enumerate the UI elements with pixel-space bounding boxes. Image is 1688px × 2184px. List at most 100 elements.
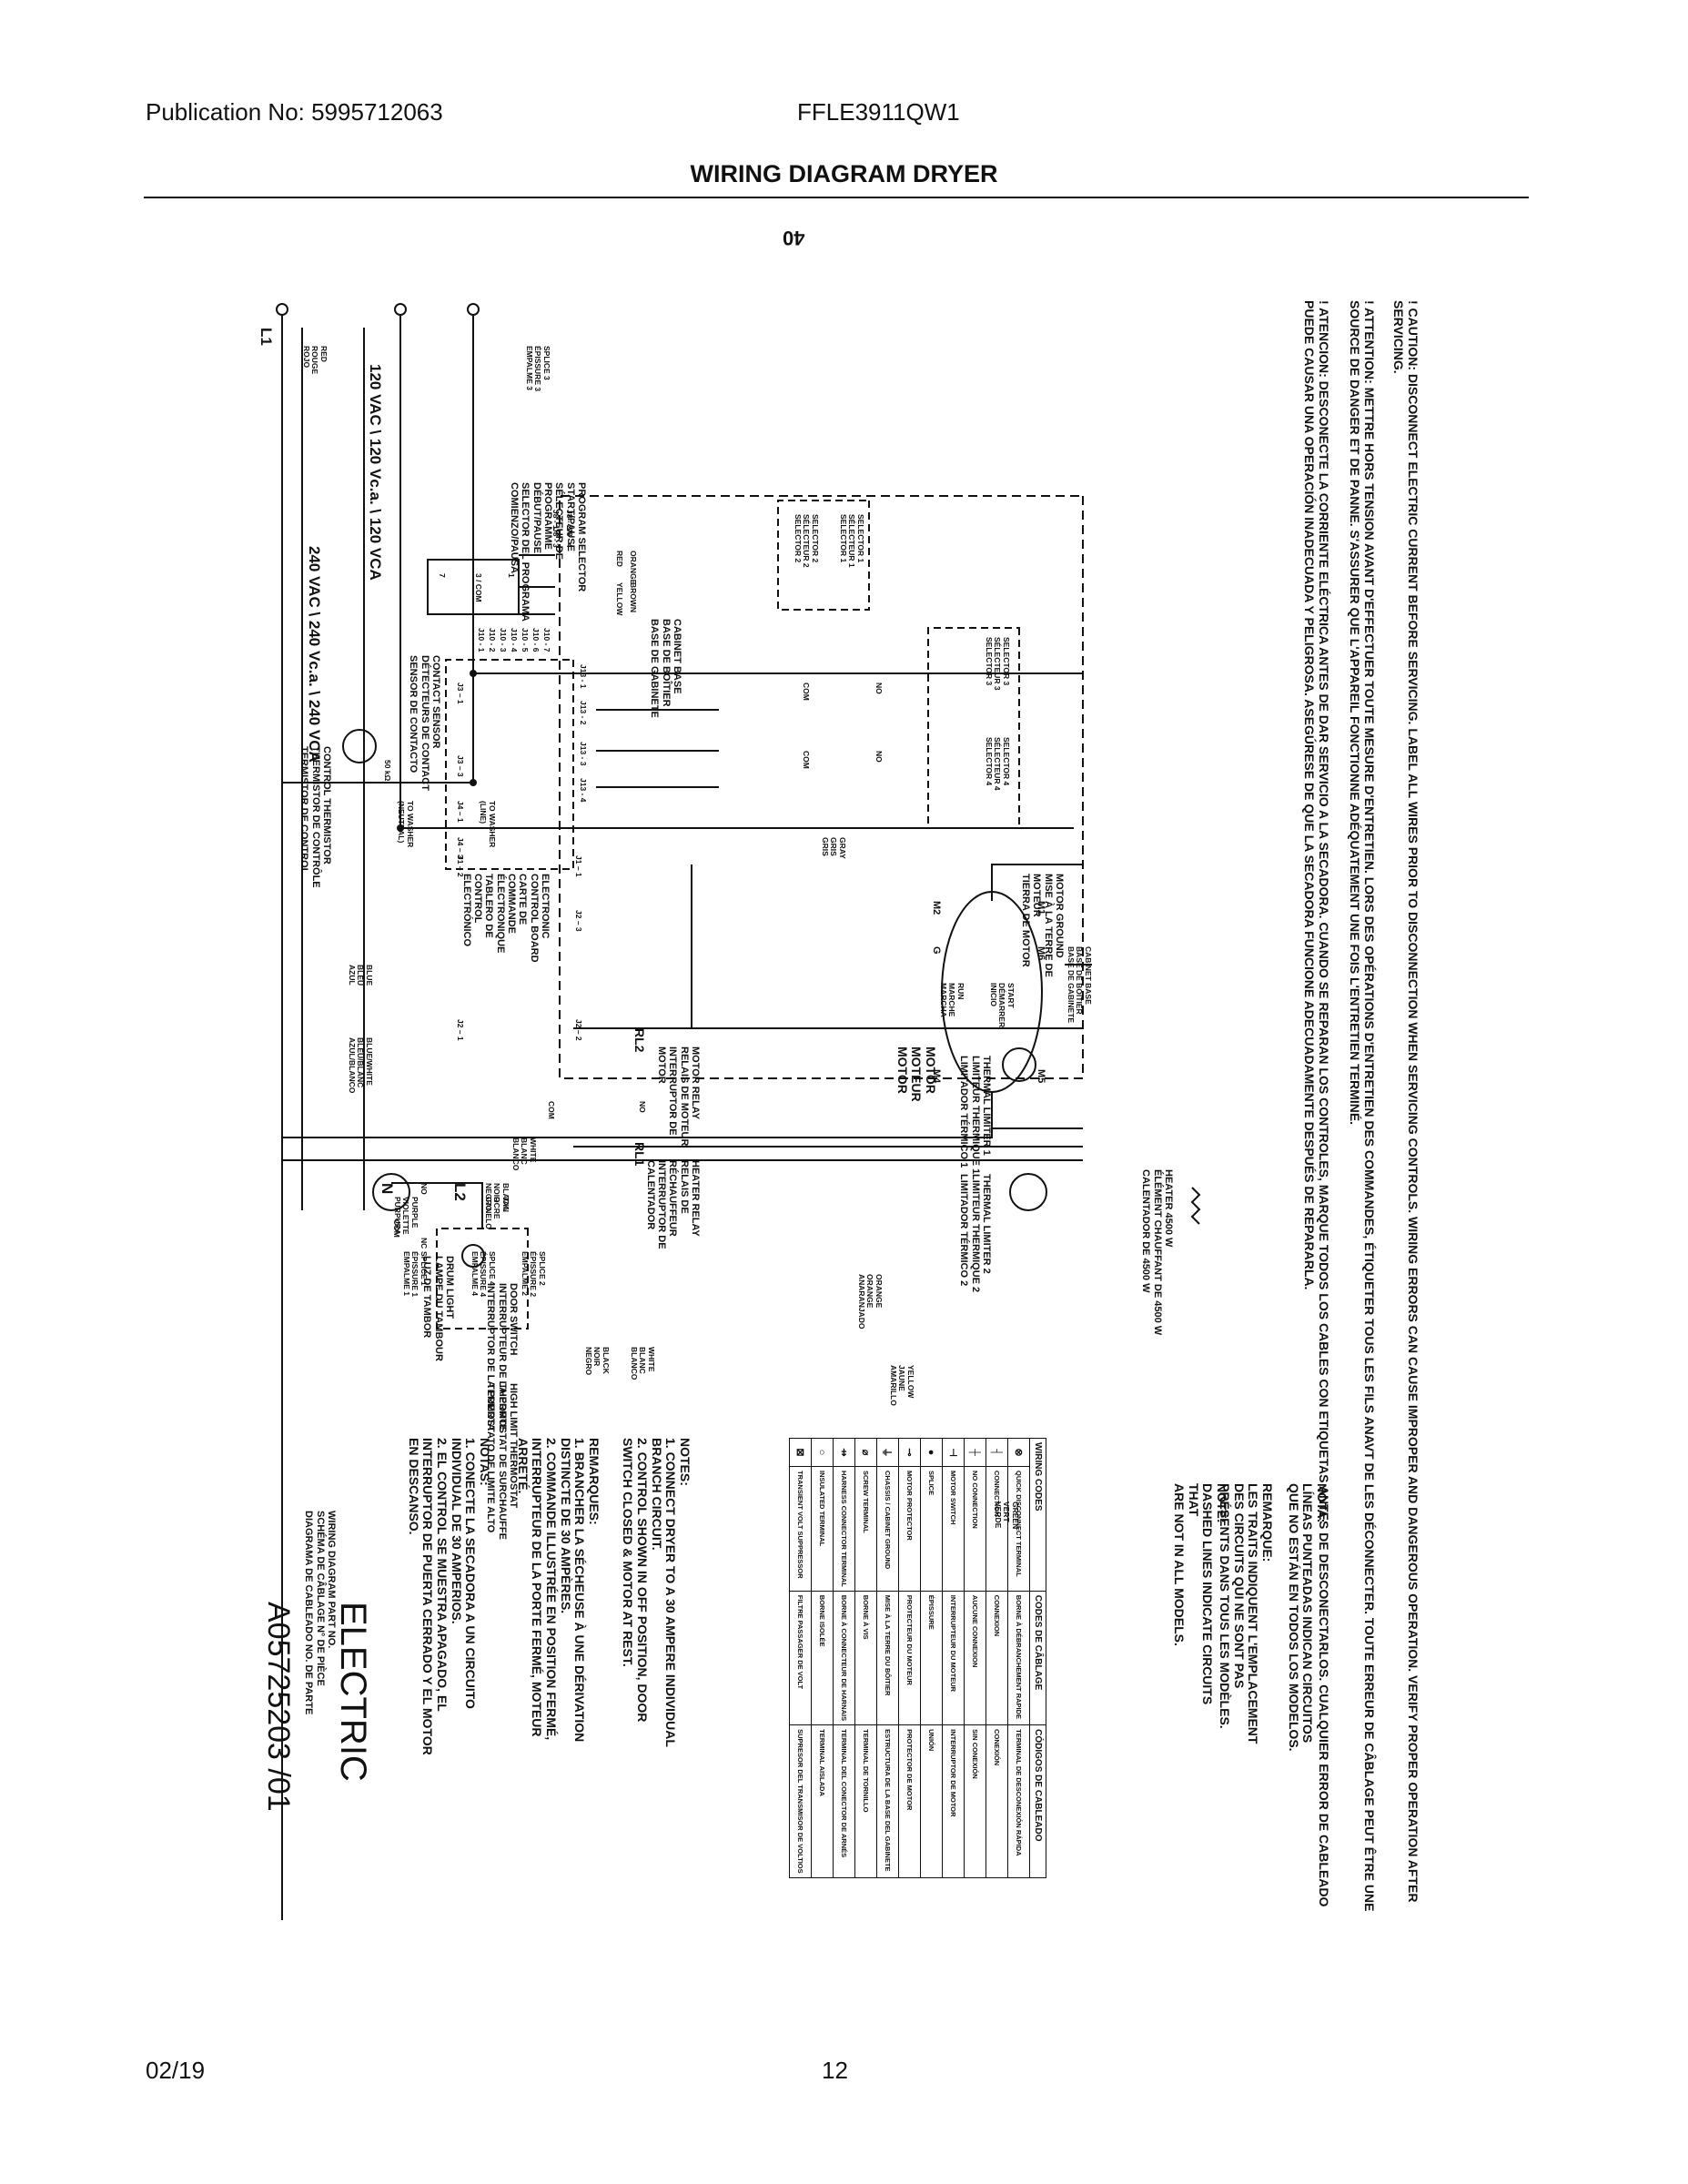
selector-1-label: SELECTOR 1 SÉLECTEUR 1 SELECTOR 1	[838, 514, 865, 568]
program-pin-7: 7	[438, 573, 447, 578]
wiring-code-fr: BORNE À VIS	[854, 1591, 877, 1725]
wiring-code-es: TERMINAL AISLADA	[811, 1724, 834, 1878]
header-model: FFLE3911QW1	[797, 98, 960, 126]
wiring-code-fr: BORNE À CONNECTEUR DE HARNAIS	[833, 1591, 855, 1725]
to-washer-line: TO WASHER (LINE)	[479, 801, 497, 848]
drum-light-symbol	[461, 1244, 485, 1268]
wiring-code-symbol-icon: ⇸	[833, 1438, 855, 1467]
j8-yellow: YELLOW	[615, 582, 624, 616]
j10-6: J10 - 6	[531, 628, 541, 652]
wiring-codes-header-es: CÓDIGOS DE CABLEADO	[1029, 1724, 1046, 1878]
wiring-code-fr: PROTECTEUR DU MOTEUR	[898, 1591, 921, 1725]
wiring-code-fr: INTERRUPTEUR DU MOTEUR	[942, 1591, 965, 1725]
wiring-code-symbol-icon: ┼	[964, 1438, 986, 1467]
motor-cabinet-base-label: CABINET BASE BASE DE BOÎTIER BASE DE GAB…	[1066, 946, 1093, 1024]
voltage-240: 240 VAC \ 240 Vc.a. \ 240 VCA	[306, 546, 323, 763]
j8-red: RED	[615, 551, 624, 567]
terminal-n: N	[379, 1183, 396, 1195]
wiring-code-es: TERMINAL DE TORNILLO	[854, 1724, 877, 1878]
note-dashed-fr: REMARQUE: LES TRAITS INDIQUENT L'EMPLACE…	[1217, 1483, 1275, 1744]
motor-relay-label: MOTOR RELAY RELAIS DE MOTEUR INTERRUPTOR…	[656, 1046, 701, 1147]
motor-m4: M4	[931, 1069, 942, 1084]
connector-j2-2: J2 – 2	[574, 1019, 583, 1041]
attention-text: ! ATTENTION: METTRE HORS TENSION AVANT D…	[1348, 300, 1377, 1912]
footer-date: 02/19	[146, 2057, 206, 2084]
wiring-code-symbol-icon: ⊣	[942, 1438, 965, 1467]
relay-no: NO	[638, 1101, 647, 1113]
wiring-code-fr: FILTRE PASSAGER DE VOLT	[789, 1591, 812, 1725]
motor-g: G	[931, 946, 942, 955]
wiring-code-es: ESTRUCTURA DE LA BASE DEL GABINETE	[876, 1724, 899, 1878]
selector-3-label: SELECTOR 3 SÉLECTEUR 3 SELECTOR 3	[984, 637, 1011, 691]
wiring-code-fr: CONNEXION	[986, 1591, 1008, 1725]
selector-2-label: SELECTOR 2 SÉLECTEUR 2 SELECTOR 2	[793, 514, 820, 568]
j13-4: J13 - 4	[579, 778, 588, 803]
door-switch-com: COM	[392, 1219, 401, 1238]
j13-1: J13 - 1	[579, 664, 588, 689]
wiring-code-en: HARNESS CONNECTOR TERMINAL	[833, 1466, 855, 1592]
wiring-code-fr: ÉPISSURE	[920, 1591, 943, 1725]
wiring-code-en: SPLICE	[920, 1466, 943, 1592]
door-switch-nc: NC	[419, 1238, 429, 1249]
note-dashed-es: NOTA: LÍNEAS PUNTEADAS INDICAN CIRCUITOS…	[1286, 1483, 1329, 1752]
program-pin-1: 1	[507, 573, 516, 578]
wiring-code-symbol-icon: ⊗	[1007, 1438, 1030, 1467]
terminal-l2: L2	[451, 1183, 469, 1201]
title-rule	[144, 197, 1529, 198]
wiring-code-en: MOTOR SWITCH	[942, 1466, 965, 1592]
wire-red-l1: RED ROUGE ROJO	[301, 346, 329, 375]
install-notes-es: NOTAS: 1. CONECTE LA SECADORA A UN CIRCU…	[406, 1438, 492, 1755]
install-notes-fr: REMARQUES: 1. BRANCHER LA SÉCHEUSE À UNE…	[515, 1438, 601, 1743]
control-thermistor-label: CONTROL THERMISTOR THERMISTOR DE CONTRÔL…	[298, 746, 332, 888]
install-notes-en: NOTES: 1. CONNECT DRYER TO A 30 AMPERE I…	[621, 1438, 692, 1747]
motor-label: MOTOR MOTEUR MOTOR	[895, 1046, 938, 1102]
j10-4: J10 - 4	[510, 628, 519, 652]
program-selector-label: PROGRAM SELECTOR START/PAUSE SÉLECTEUR D…	[509, 482, 587, 622]
control-board-label: ELECTRONIC CONTROL BOARD CARTE DE COMMAN…	[460, 874, 551, 963]
heater-relay-label: HEATER RELAY RELAIS DE RÉCHAUFFEUR INTER…	[644, 1160, 701, 1249]
motor-m5: M5	[1036, 1069, 1046, 1084]
j8-4: J8 - 4	[565, 528, 574, 548]
wire-tan: TAN OCRE CANELO	[483, 1197, 510, 1229]
part-number: A05725203 /01	[261, 1602, 296, 1812]
page-code: 40	[783, 227, 805, 249]
wiring-code-es: UNIÓN	[920, 1724, 943, 1878]
terminal-l1: L1	[258, 328, 275, 346]
motor-m2: M2	[931, 901, 942, 915]
wire-black-splice: BLACK NOIR NEGRO	[583, 1347, 611, 1376]
switch-no-2: NO	[874, 751, 884, 763]
j10-1: J10 - 1	[477, 628, 486, 652]
j10-3: J10 - 3	[499, 628, 508, 652]
wiring-code-symbol-icon: ┤	[986, 1438, 1008, 1467]
cabinet-base-label: CABINET BASE BASE DE BOÎTIER BASE DE GAB…	[649, 619, 682, 718]
motor-ground-label: MOTOR GROUND MISE À LA TERRE DE MOTEUR T…	[1020, 874, 1065, 977]
j8-brown: BROWN	[629, 582, 638, 613]
wiring-codes-header-en: WIRING CODES	[1029, 1438, 1046, 1592]
wiring-code-fr: BORNE ISOLÉE	[811, 1591, 834, 1725]
contact-sensor-label: CONTACT SENSOR DÉTECTEURS DE CONTACT SEN…	[408, 655, 441, 791]
thermal-limiter-1-symbol	[1002, 1047, 1036, 1082]
thermistor-value: 50 kΩ	[383, 760, 392, 782]
j8-3: J8 - 3	[551, 528, 561, 548]
selector-3-4-box	[927, 627, 1020, 829]
wiring-code-en: CHASSIS / CABINET GROUND	[876, 1466, 899, 1592]
wiring-code-en: SCREW TERMINAL	[854, 1466, 877, 1592]
thermal-limiter-2-symbol	[1009, 1173, 1047, 1211]
wiring-code-fr: BORNE À DÉBRANCHEMENT RAPIDE	[1007, 1591, 1030, 1725]
connector-j2-3: J2 – 3	[574, 910, 583, 932]
wiring-code-es: TERMINAL DE DESCONEXIÓN RÁPIDA	[1007, 1724, 1030, 1878]
wiring-code-symbol-icon: ⏚	[876, 1438, 899, 1467]
high-limit-symbol	[372, 1173, 410, 1211]
connector-j3-1: J3 – 1	[456, 682, 465, 704]
connector-j4-1: J4 – 1	[456, 801, 465, 823]
program-pin-3-com: 3 / COM	[474, 573, 483, 602]
wiring-code-es: PROTECTOR DE MOTOR	[898, 1724, 921, 1878]
drum-light-label: DRUM LIGHT LAMPE DU TAMBOUR LUZ DE TAMBO…	[421, 1256, 455, 1361]
connector-j1-1: J1 – 1	[574, 855, 583, 877]
j8-2: J8 - 2	[565, 510, 574, 530]
